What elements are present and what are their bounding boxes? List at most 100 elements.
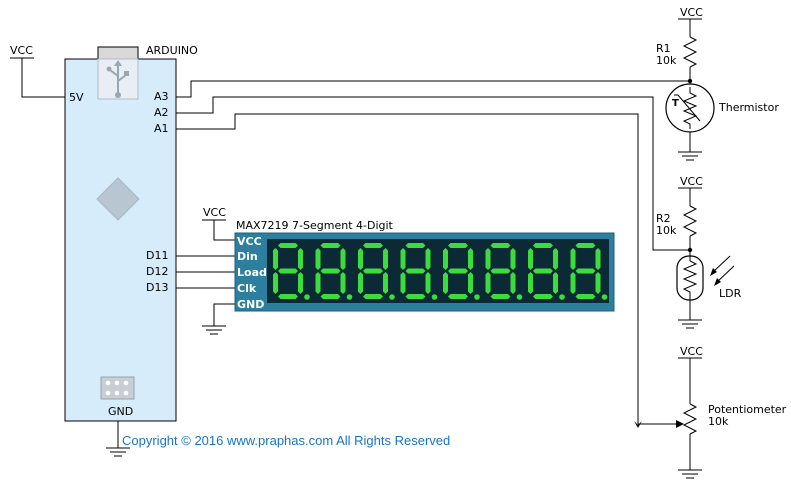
segment (533, 294, 553, 299)
segment (490, 268, 511, 274)
digit-5 (443, 243, 480, 300)
usb-connector (97, 46, 139, 60)
segment (363, 243, 383, 248)
decimal-point (559, 294, 565, 300)
arduino-board: ARDUINO GND 5V A3 A2 A1 D11 D12 D13 (64, 44, 198, 422)
thermistor-symbol: T (672, 98, 679, 109)
vcc-arduino: VCC (10, 44, 65, 98)
ground-icon (678, 319, 702, 329)
resistor-icon (682, 36, 698, 68)
segment (575, 268, 596, 274)
vcc-r1-label: VCC (680, 6, 703, 19)
decimal-point (474, 294, 480, 300)
decimal-point (516, 294, 523, 300)
segment (405, 268, 426, 274)
segment (448, 243, 468, 248)
segment (298, 272, 303, 294)
vcc-r2-label: VCC (680, 175, 703, 188)
vcc-arduino-label: VCC (10, 44, 33, 57)
wire-5v (21, 58, 65, 98)
pot-value: 10k (708, 415, 729, 428)
digit-7 (528, 243, 565, 300)
pin-5v-label: 5V (69, 91, 84, 104)
segment (468, 248, 473, 270)
segment (405, 243, 426, 248)
max7219-display: MAX7219 7-Segment 4-Digit VCC VCC Din Lo… (202, 206, 615, 335)
potentiometer-icon (682, 403, 698, 435)
decimal-point (389, 294, 395, 300)
thermistor-icon: T (665, 83, 715, 133)
potentiometer-branch: VCC Potentiometer 10k (678, 345, 787, 479)
pin-a3-label: A3 (154, 90, 169, 103)
wire-a3-thermistor (176, 80, 690, 98)
segment (443, 272, 448, 294)
arduino-gnd-label: GND (108, 405, 133, 418)
digit-2 (315, 243, 353, 300)
r1-label: R1 (656, 42, 671, 55)
segment (400, 272, 406, 294)
segment (405, 294, 426, 299)
display-pin-din: Din (237, 250, 258, 263)
segment (468, 272, 473, 294)
segment (273, 248, 278, 270)
segment (425, 248, 431, 270)
segment (595, 248, 601, 270)
decimal-point (346, 294, 353, 300)
segment (340, 272, 346, 294)
segment (315, 272, 321, 294)
segment (553, 248, 558, 270)
ldr-icon (676, 255, 704, 301)
display-pin-gnd: GND (237, 298, 264, 311)
segment (320, 294, 341, 299)
decimal-point (601, 294, 608, 300)
pin-a1-label: A1 (154, 122, 169, 135)
segment (358, 272, 363, 294)
decimal-point (431, 294, 438, 300)
segment (273, 272, 278, 294)
display-pin-vcc: VCC (237, 235, 262, 248)
copyright-text: Copyright © 2016 www.praphas.com All Rig… (122, 433, 450, 448)
arduino-label: ARDUINO (146, 44, 198, 57)
segment (528, 272, 533, 294)
segment (400, 248, 406, 270)
thermistor-label: Thermistor (718, 101, 779, 114)
segment (490, 243, 511, 248)
light-arrows-icon (710, 255, 735, 286)
segment (298, 248, 303, 270)
segment (358, 248, 363, 270)
ldr-label: LDR (719, 287, 742, 300)
ground-icon (678, 469, 702, 479)
seven-segment-digits (273, 243, 608, 300)
pin-d12-label: D12 (146, 265, 168, 278)
segment (383, 248, 388, 270)
display-pin-clk: Clk (237, 282, 257, 295)
segment (278, 243, 298, 248)
segment (510, 272, 516, 294)
decimal-point (304, 294, 310, 300)
segment (443, 248, 448, 270)
display-pin-load: Load (237, 266, 267, 279)
segment (383, 272, 388, 294)
pin-d11-label: D11 (146, 249, 168, 262)
segment (363, 268, 383, 274)
segment (315, 248, 321, 270)
segment (533, 268, 553, 274)
vcc-pot-label: VCC (680, 345, 703, 358)
segment (320, 268, 341, 274)
segment (363, 294, 383, 299)
segment (485, 248, 491, 270)
segment (278, 294, 298, 299)
segment (340, 248, 346, 270)
wire-a2-ldr (176, 96, 690, 251)
resistor-icon (682, 205, 698, 237)
segment (570, 248, 576, 270)
segment (425, 272, 431, 294)
r1-thermistor-branch: VCC R1 10k T Thermistor (656, 6, 779, 161)
segment (570, 272, 576, 294)
segment (528, 248, 533, 270)
vcc-display-label: VCC (203, 206, 226, 219)
potentiometer-label: Potentiometer (708, 403, 787, 416)
diamond-logo-icon (96, 177, 140, 221)
r1-value: 10k (656, 54, 677, 67)
